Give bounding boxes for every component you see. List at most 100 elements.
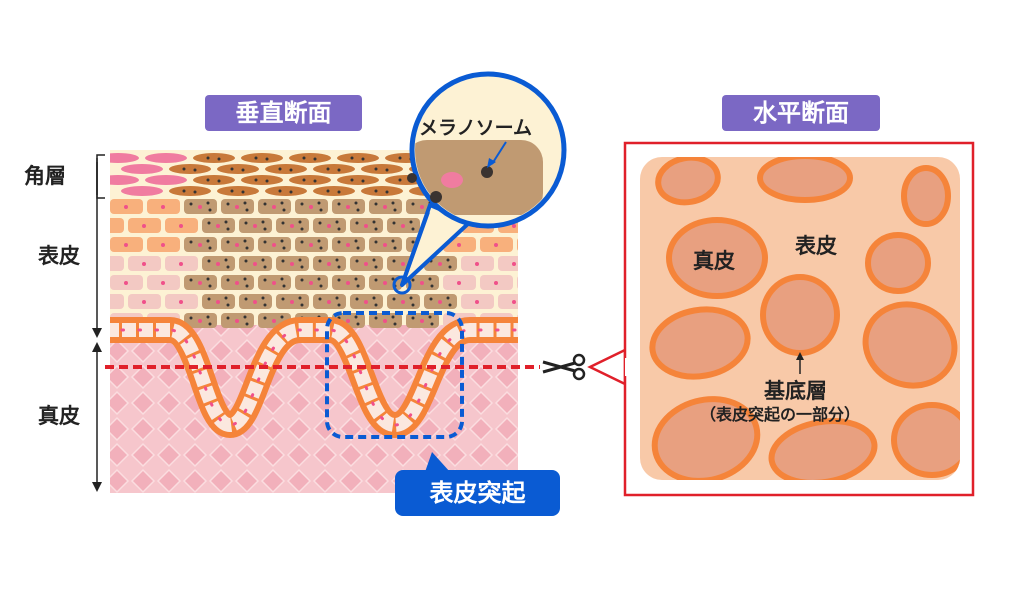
- melanin-dot: [337, 278, 341, 282]
- melanin-dot: [189, 316, 193, 320]
- melanin-dot: [261, 296, 265, 300]
- melanin-dot: [374, 303, 378, 307]
- nucleus: [327, 224, 331, 228]
- melanin-dot: [263, 316, 267, 320]
- melanin-dot: [226, 202, 230, 206]
- nucleus: [161, 243, 165, 247]
- nucleus: [475, 300, 479, 304]
- nucleus: [494, 281, 498, 285]
- corneocyte: [145, 175, 187, 185]
- melanin-dot: [411, 316, 415, 320]
- melanin-dot: [393, 322, 397, 326]
- right-label-basal: 基底層: [764, 379, 827, 403]
- nucleus: [364, 224, 368, 228]
- melanin-dot: [374, 167, 378, 171]
- nucleus: [142, 300, 146, 304]
- dermal-papilla: [666, 217, 768, 299]
- right-label-dermis: 真皮: [693, 249, 735, 273]
- melanin-dot: [385, 190, 389, 194]
- melanin-dot: [281, 297, 285, 301]
- melanin-dot: [226, 265, 230, 269]
- nucleus: [309, 243, 313, 247]
- nucleus: [549, 300, 553, 304]
- nucleus: [309, 281, 313, 285]
- melanin-dot: [602, 158, 605, 161]
- pointer-arrow: [491, 141, 507, 165]
- nucleus: [253, 224, 257, 228]
- corneocyte: [337, 175, 379, 185]
- nucleus: [105, 224, 109, 228]
- melanin-dot: [226, 316, 230, 320]
- melanin-dot: [355, 221, 359, 225]
- melanin-dot: [337, 240, 341, 244]
- label-stratum-corneum: 角層: [24, 164, 66, 188]
- melanin-dot: [361, 157, 365, 161]
- melanin-dot: [241, 168, 245, 172]
- melanin-dot: [591, 179, 594, 182]
- label-dermis: 真皮: [38, 404, 80, 428]
- keratinocyte: [73, 199, 106, 214]
- melanin-dot: [206, 315, 210, 319]
- scissors-icon: [542, 353, 586, 381]
- melanin-dot: [428, 277, 432, 281]
- melanin-dot: [411, 227, 415, 231]
- melanin-dot: [411, 202, 415, 206]
- melanin-dot: [337, 202, 341, 206]
- vertical-section-title: 垂直断面: [205, 95, 362, 131]
- melanin-dot: [567, 190, 570, 193]
- melanin-dot: [224, 220, 228, 224]
- melanin-dot: [261, 220, 265, 224]
- melanin-dot: [193, 168, 197, 172]
- melanin-dot: [374, 189, 378, 193]
- nucleus: [142, 262, 146, 266]
- melanin-dot: [430, 322, 434, 326]
- melanin-dot: [361, 179, 365, 183]
- nucleus: [346, 319, 350, 323]
- nucleus: [364, 262, 368, 266]
- melanin-dot: [208, 284, 212, 288]
- keratinocyte: [517, 276, 518, 289]
- melanin-dot: [302, 156, 306, 160]
- nucleus: [87, 243, 91, 247]
- melanin-dot: [207, 297, 211, 301]
- melanin-dot: [372, 258, 376, 262]
- melanin-dot: [319, 246, 323, 250]
- melanin-dot: [300, 227, 304, 231]
- melanin-dot: [226, 240, 230, 244]
- melanin-dot: [245, 208, 249, 212]
- corneocyte: [169, 164, 211, 174]
- melanin-dot: [355, 297, 359, 301]
- melanin-dot: [300, 240, 304, 244]
- keratinocyte: [535, 218, 568, 233]
- nucleus: [327, 262, 331, 266]
- melanin-dot: [392, 259, 396, 263]
- keratinocyte: [535, 294, 568, 309]
- melanin-dot: [261, 258, 265, 262]
- keratinocyte: [498, 256, 518, 271]
- melanin-dot: [226, 303, 230, 307]
- dermal-papilla: [760, 274, 840, 356]
- melanin-dot: [318, 221, 322, 225]
- nucleus: [383, 281, 387, 285]
- nucleus: [216, 224, 220, 228]
- melanin-dot: [602, 180, 605, 183]
- melanin-dot: [189, 278, 193, 282]
- corneocyte: [289, 153, 331, 163]
- nucleus: [383, 205, 387, 209]
- dermal-papilla: [862, 301, 958, 389]
- melanin-dot: [226, 278, 230, 282]
- dermal-papillae: [649, 157, 960, 480]
- melanin-dot: [428, 315, 432, 319]
- melanin-dot: [278, 189, 282, 193]
- melanin-dot: [313, 179, 317, 183]
- melanin-dot: [398, 178, 402, 182]
- nucleus: [346, 243, 350, 247]
- gap: [625, 358, 629, 376]
- melanin-dot: [280, 201, 284, 205]
- nucleus: [124, 281, 128, 285]
- corneocyte: [337, 153, 379, 163]
- nucleus: [235, 281, 239, 285]
- keratinocyte: [73, 313, 106, 328]
- corneocyte: [577, 175, 619, 185]
- melanin-dot: [193, 190, 197, 194]
